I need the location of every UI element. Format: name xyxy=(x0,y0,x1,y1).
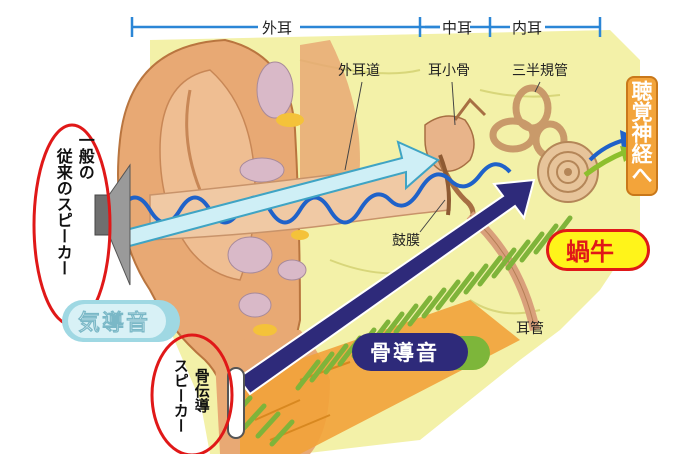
nerve-label: 聴覚神経へ xyxy=(630,80,651,185)
conventional-speaker-label-line1: 一般の xyxy=(76,132,93,180)
cochlea-label: 蝸牛 xyxy=(566,232,614,267)
conventional-speaker-label-line2: 従来のスピーカー xyxy=(54,148,71,276)
air-conduction-label: 気導音 xyxy=(78,305,150,337)
bone-speaker-label-line2: スピーカー xyxy=(172,358,188,433)
label-eustachian-tube: 耳管 xyxy=(516,321,544,337)
label-ossicles: 耳小骨 xyxy=(428,63,470,79)
label-semicircular-canals: 三半規管 xyxy=(512,63,568,79)
conventional-speaker xyxy=(95,165,130,285)
section-outer-ear: 外耳 xyxy=(262,19,292,37)
section-inner-ear: 内耳 xyxy=(512,19,542,37)
label-ear-canal: 外耳道 xyxy=(338,63,380,79)
bone-conduction-label: 骨導音 xyxy=(370,337,439,367)
label-eardrum: 鼓膜 xyxy=(392,233,420,249)
bone-speaker-label-line1: 骨伝導 xyxy=(193,368,209,413)
section-middle-ear: 中耳 xyxy=(442,19,472,37)
